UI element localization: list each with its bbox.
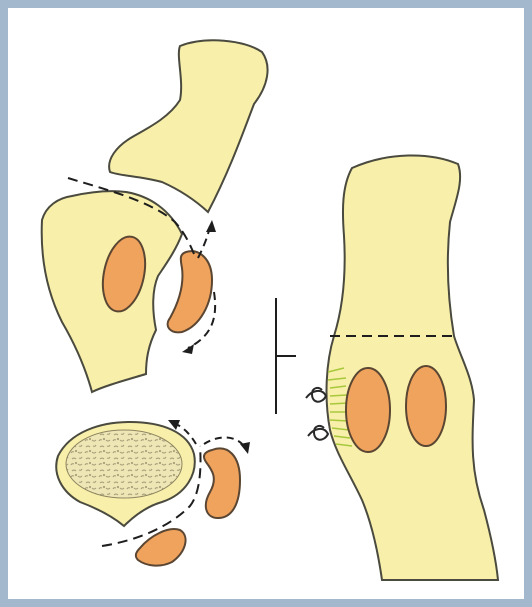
repaired-joint-panel — [306, 155, 498, 580]
cross-section-panel — [56, 420, 250, 566]
dislocated-joint-panel — [42, 40, 268, 392]
sesamoid-bone — [346, 368, 390, 452]
sesamoid-bone — [204, 448, 240, 518]
sesamoid-bone — [136, 529, 186, 566]
suture-icon — [308, 426, 328, 440]
sesamoid-bone — [406, 366, 446, 446]
fused-bone — [327, 155, 498, 580]
arrowhead-icon — [182, 344, 194, 354]
bracket-icon — [276, 298, 296, 414]
arrowhead-icon — [206, 220, 216, 232]
arrowhead-icon — [240, 442, 250, 454]
cancellous-core — [66, 430, 182, 498]
proximal-phalanx — [109, 40, 267, 212]
sesamoid-bone — [168, 251, 212, 332]
retraction-arrow — [204, 437, 244, 446]
suture-icon — [306, 388, 326, 402]
